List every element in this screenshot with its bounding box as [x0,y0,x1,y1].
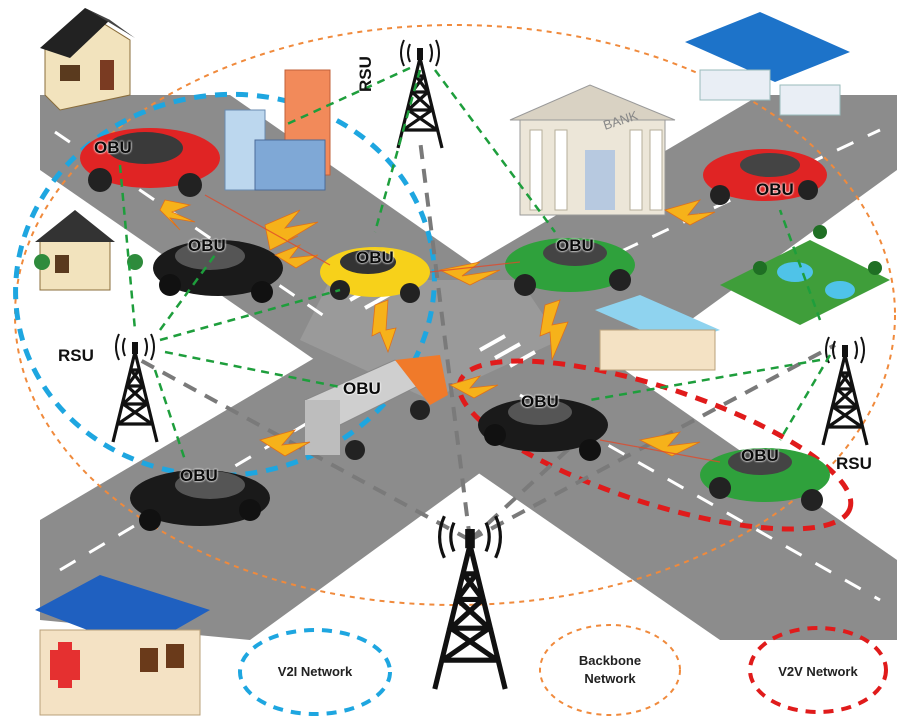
obu-label-yellow-car: OBU [356,248,394,267]
legend-v2i-text: V2I Network [277,664,353,679]
car-green-right [700,448,830,511]
rsu-label-left: RSU [58,346,94,365]
hospital [35,575,210,716]
obu-label-truck: OBU [343,379,381,398]
obu-label-black-car-bottom: OBU [180,466,218,485]
gas-station [685,12,850,116]
car-red-left [80,128,220,197]
rsu-tower-left [111,332,159,444]
rsu-tower-top [396,38,444,150]
v2i-links [118,66,832,461]
rsu-label-right: RSU [836,454,872,473]
obu-label-black-car-v2v: OBU [521,392,559,411]
legend-backbone-line2: Network [584,671,636,686]
obu-label-red-car: OBU [94,138,132,157]
base-station-tower [435,516,505,689]
legend-backbone-shape [539,624,681,716]
truck [303,355,448,460]
bank-building [509,84,676,216]
car-red-right [703,149,827,205]
legend-v2v-text: V2V Network [778,664,858,679]
house-left [34,210,143,291]
obu-label-black-car-1: OBU [188,236,226,255]
legend-v2v-shape [748,626,888,714]
obu-label-red-car-right: OBU [756,180,794,199]
backbone-network-boundary [14,24,896,606]
car-green-center [505,238,635,296]
car-black-v2v [478,398,608,461]
legend-v2i-shape [238,628,392,716]
legend-backbone-label: Backbone Network [555,652,665,688]
car-yellow [320,247,430,303]
car-black-1 [153,240,283,303]
vehicles [80,128,830,531]
house-top-left [40,8,135,111]
legend-v2v-label: V2V Network [758,663,878,681]
rsu-label-top: RSU [356,56,375,92]
legend-v2i-label: V2I Network [255,663,375,681]
shop-building [595,295,720,371]
v2v-links [159,199,716,457]
obu-label-green-car-right: OBU [741,446,779,465]
laser-links [204,194,721,463]
car-black-bottom [130,470,270,531]
obu-label-green-car-center: OBU [556,236,594,255]
legend-backbone-line1: Backbone [578,653,642,668]
